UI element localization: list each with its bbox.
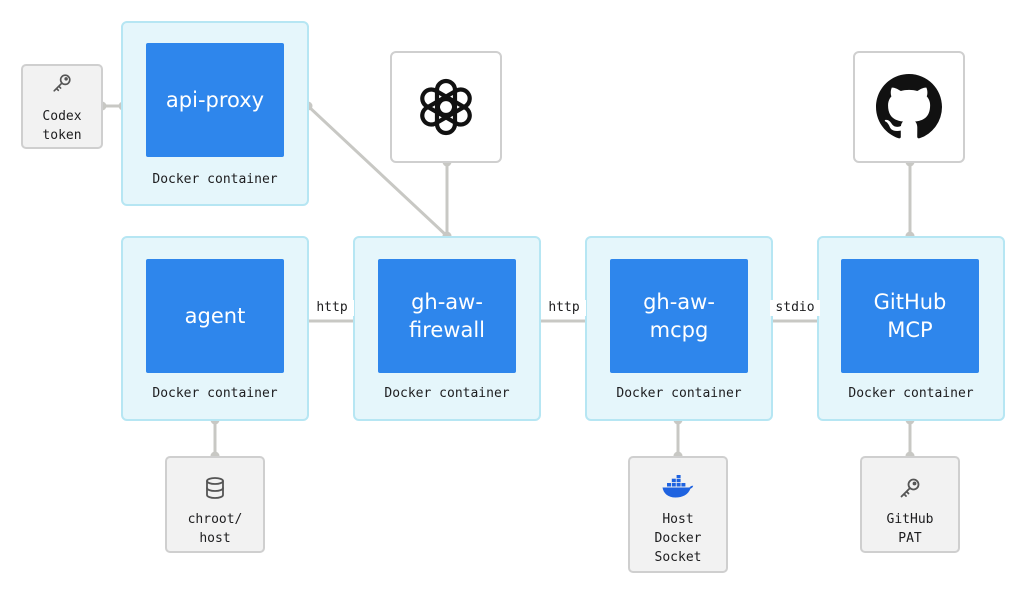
codex-token-label: Codex token [42, 109, 82, 143]
chroot-host-label: chroot/ host [187, 512, 243, 546]
edge-label-mcpg-github: stdio [770, 300, 820, 316]
openai-box [390, 51, 502, 163]
github-pat-label: GitHub PAT [886, 512, 934, 546]
mcpg-container-label: Docker container [616, 386, 742, 401]
agent-container-label: Docker container [152, 386, 278, 401]
chroot-host-box [165, 456, 265, 553]
api-proxy-component: api-proxy [146, 43, 284, 157]
docker-socket-label: Host Docker Socket [654, 512, 702, 565]
key-icon [900, 478, 920, 498]
connector-api-proxy-to-firewall [306, 104, 449, 238]
github-pat-box [860, 456, 960, 553]
edge-label-agent-firewall: http [310, 300, 354, 316]
firewall-component: gh-aw- firewall [378, 259, 516, 373]
openai-logo-icon [420, 78, 472, 136]
mcpg-component: gh-aw- mcpg [610, 259, 748, 373]
api-proxy-container-label: Docker container [152, 172, 278, 187]
github-mcp-container-label: Docker container [848, 386, 974, 401]
github-logo-icon [876, 74, 942, 139]
edge-label-firewall-mcpg: http [542, 300, 586, 316]
docker-icon [662, 475, 694, 498]
github-box [853, 51, 965, 163]
firewall-container-label: Docker container [384, 386, 510, 401]
key-icon [53, 74, 71, 92]
github-mcp-component: GitHub MCP [841, 259, 979, 373]
agent-component: agent [146, 259, 284, 373]
database-icon [206, 477, 224, 499]
codex-token-box [21, 64, 103, 149]
